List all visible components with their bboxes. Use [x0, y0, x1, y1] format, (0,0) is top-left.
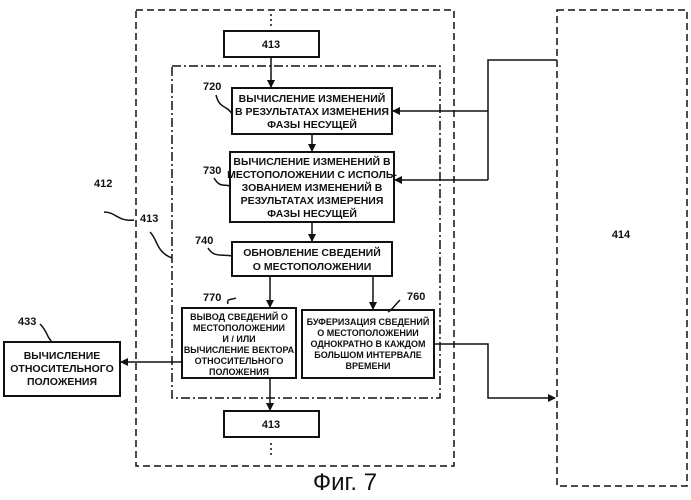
box-770-line-3: И / ИЛИ: [222, 334, 255, 344]
box-770-line-1: ВЫВОД СВЕДЕНИЙ О: [190, 311, 288, 322]
line-414-feed: [488, 60, 557, 180]
leader-413: [150, 232, 172, 258]
box-433-line-1: ВЫЧИСЛЕНИЕ: [24, 350, 101, 362]
ref-760: 760: [407, 291, 425, 303]
box-770-line-2: МЕСТОПОЛОЖЕНИИ: [193, 323, 285, 333]
figure-caption: Фиг. 7: [313, 469, 377, 496]
box-720-line-2: В РЕЗУЛЬТАТАХ ИЗМЕНЕНИЯ: [235, 106, 389, 118]
leader-412: [104, 212, 134, 220]
box-740-line-1: ОБНОВЛЕНИЕ СВЕДЕНИЙ: [243, 246, 381, 259]
box-760-line-5: ВРЕМЕНИ: [346, 361, 391, 371]
box-720-line-3: ФАЗЫ НЕСУЩЕЙ: [267, 118, 357, 131]
block-414: [557, 10, 687, 486]
box-760-line-4: БОЛЬШОМ ИНТЕРВАЛЕ: [314, 350, 422, 360]
box-770-line-4: ВЫЧИСЛЕНИЕ ВЕКТОРА: [184, 345, 295, 355]
box-top-413-label: 413: [262, 39, 280, 51]
ref-720: 720: [203, 81, 221, 93]
ref-730: 730: [203, 165, 221, 177]
box-730-line-5: ФАЗЫ НЕСУЩЕЙ: [267, 207, 357, 220]
ref-414: 414: [612, 229, 631, 241]
box-433-line-2: ОТНОСИТЕЛЬНОГО: [10, 363, 114, 375]
box-720-line-1: ВЫЧИСЛЕНИЕ ИЗМЕНЕНИЙ: [239, 92, 386, 105]
leader-433: [40, 324, 52, 342]
leader-770: [228, 298, 236, 304]
box-730-line-1: ВЫЧИСЛЕНИЕ ИЗМЕНЕНИЙ В: [233, 155, 391, 168]
ref-413: 413: [140, 213, 158, 225]
ref-433: 433: [18, 316, 36, 328]
arrow-760-to-414: [434, 344, 555, 398]
box-433-line-3: ПОЛОЖЕНИЯ: [27, 376, 97, 388]
box-770-line-6: ПОЛОЖЕНИЯ: [209, 367, 269, 377]
box-730-line-4: РЕЗУЛЬТАТАХ ИЗМЕРЕНИЯ: [241, 195, 384, 207]
box-770-line-5: ОТНОСИТЕЛЬНОГО: [195, 356, 284, 366]
box-bottom-413-label: 413: [262, 419, 280, 431]
box-760-line-2: О МЕСТОПОЛОЖЕНИИ: [317, 328, 419, 338]
box-760-line-3: ОДНОКРАТНО В КАЖДОМ: [310, 339, 425, 349]
ref-412: 412: [94, 178, 112, 190]
ref-770: 770: [203, 292, 221, 304]
leader-740: [208, 248, 232, 256]
box-730-line-3: ЗОВАНИЕМ ИЗМЕНЕНИЙ В: [242, 181, 383, 194]
box-740-line-2: О МЕСТОПОЛОЖЕНИИ: [253, 261, 372, 273]
box-730-line-2: МЕСТОПОЛОЖЕНИИ С ИСПОЛЬ-: [227, 169, 397, 181]
box-760-line-1: БУФЕРИЗАЦИЯ СВЕДЕНИЙ: [307, 316, 430, 327]
ref-740: 740: [195, 235, 213, 247]
leader-720: [216, 95, 232, 114]
